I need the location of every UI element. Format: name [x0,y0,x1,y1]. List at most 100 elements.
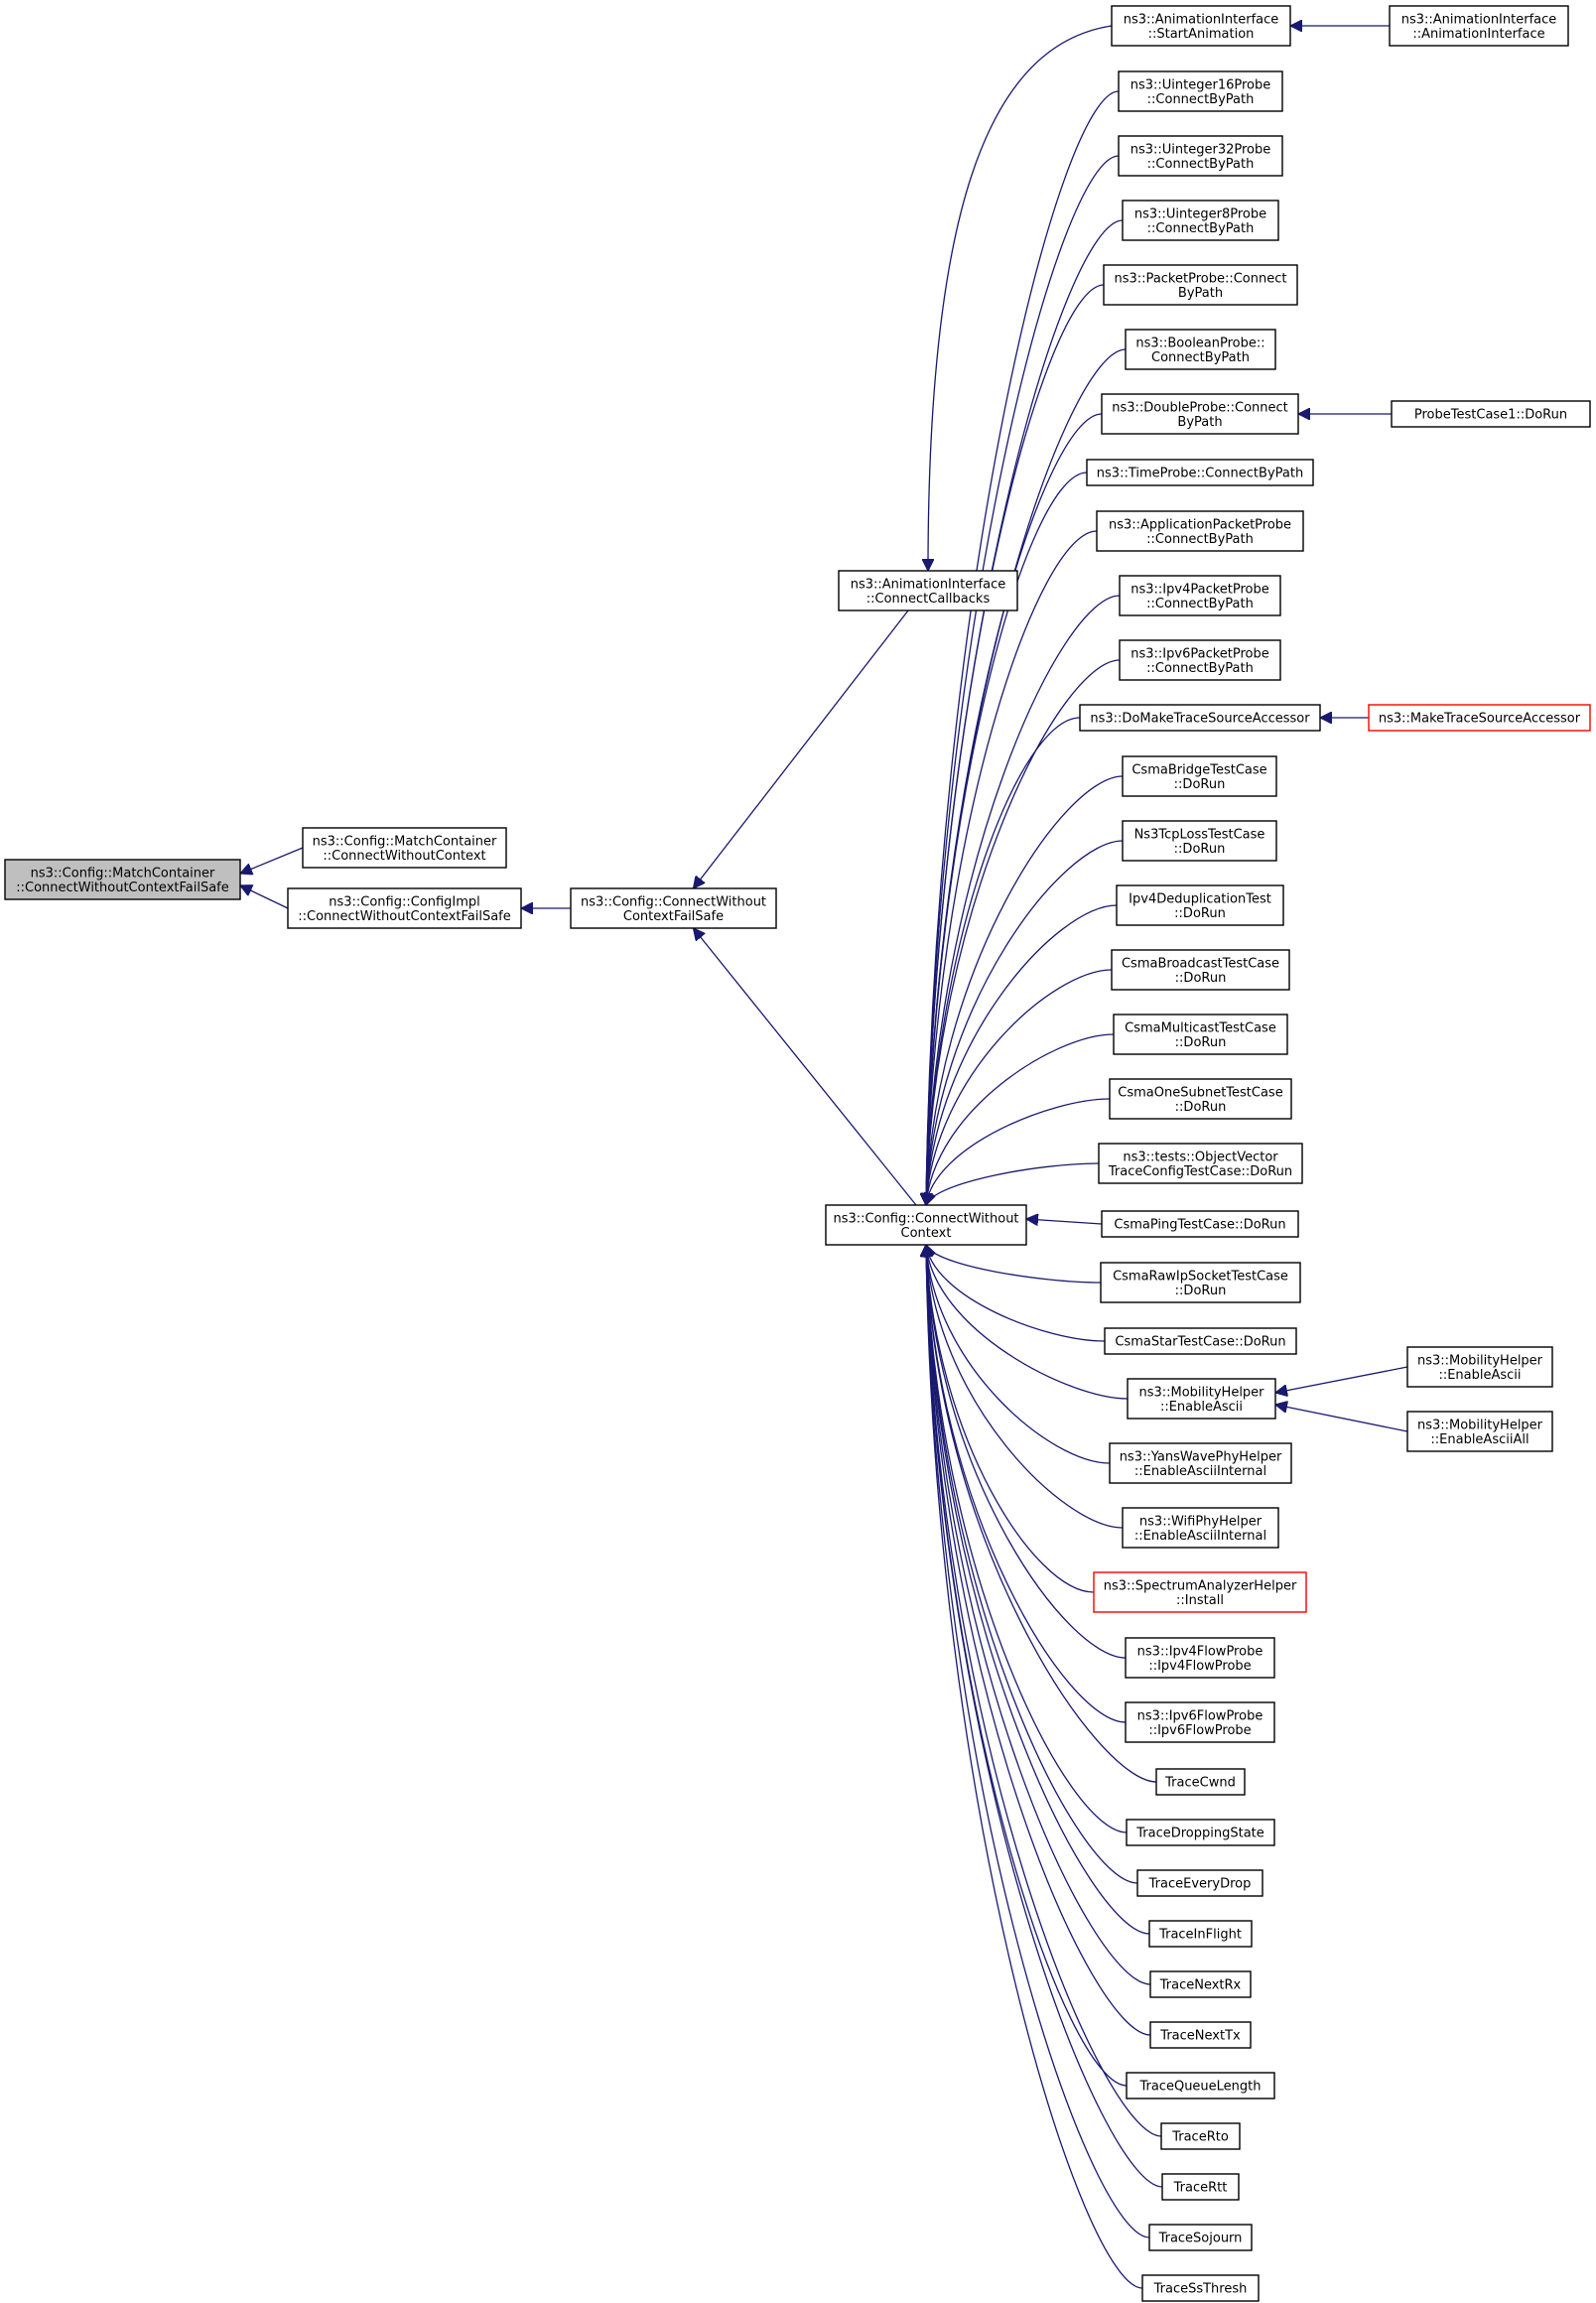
edge-time-to-cwc [926,472,1088,1205]
node-ipv4pkt[interactable]: ns3::Ipv4PacketProbe::ConnectByPath [1119,575,1281,616]
node-mob_eaall[interactable]: ns3::MobilityHelper::EnableAsciiAll [1406,1411,1553,1452]
node-root[interactable]: ns3::Config::MatchContainer::ConnectWith… [4,859,241,900]
node-label-line: ::ConnectWithoutContext [323,849,485,864]
edge-csmastar-to-cwc [926,1245,1106,1342]
node-label-line: ::EnableAscii [1160,1400,1243,1415]
edge-yans-to-cwc [926,1245,1111,1464]
node-box [1109,1442,1292,1484]
node-box [1118,70,1283,112]
node-tqueue[interactable]: TraceQueueLength [1126,2072,1275,2100]
node-anim_ctor[interactable]: ns3::AnimationInterface::AnimationInterf… [1389,5,1569,47]
node-mob_ea2[interactable]: ns3::MobilityHelper::EnableAscii [1406,1346,1553,1388]
node-label-line: ByPath [1177,415,1222,430]
node-spectrum[interactable]: ns3::SpectrumAnalyzerHelper::Install [1093,1571,1307,1613]
node-make[interactable]: ns3::MakeTraceSourceAccessor [1368,704,1591,732]
node-label-line: ns3::Ipv6FlowProbe [1137,1708,1264,1723]
node-csmaone[interactable]: CsmaOneSubnetTestCase::DoRun [1109,1078,1292,1120]
node-label-line: TraceNextRx [1159,1978,1242,1993]
node-box [1406,1411,1553,1452]
node-cwc[interactable]: ns3::Config::ConnectWithoutContext [825,1204,1027,1246]
node-trto[interactable]: TraceRto [1160,2122,1241,2150]
node-ipv6flow[interactable]: ns3::Ipv6FlowProbe::Ipv6FlowProbe [1125,1701,1275,1743]
node-u16[interactable]: ns3::Uinteger16Probe::ConnectByPath [1118,70,1283,112]
node-label-line: ::EnableAscii [1438,1368,1521,1383]
node-label-line: ::DoRun [1175,1100,1227,1115]
node-anim_cc[interactable]: ns3::AnimationInterface::ConnectCallback… [838,570,1018,611]
node-csmabridge[interactable]: CsmaBridgeTestCase::DoRun [1122,755,1277,797]
node-label-line: ::DoRun [1175,1035,1227,1050]
node-probetc[interactable]: ProbeTestCase1::DoRun [1391,400,1591,428]
node-label-line: ns3::Config::ConnectWithout [581,894,766,909]
node-label-line: ::DoRun [1174,842,1226,857]
node-apppkt[interactable]: ns3::ApplicationPacketProbe::ConnectByPa… [1096,510,1304,552]
node-label-line: ::ConnectByPath [1146,661,1254,676]
node-ipv6pkt[interactable]: ns3::Ipv6PacketProbe::ConnectByPath [1119,639,1281,681]
node-dbl[interactable]: ns3::DoubleProbe::ConnectByPath [1101,393,1299,435]
node-box [1127,1378,1276,1420]
node-trtt[interactable]: TraceRtt [1161,2173,1240,2201]
node-tevery[interactable]: TraceEveryDrop [1136,1869,1264,1897]
node-label-line: ns3::BooleanProbe:: [1135,336,1264,350]
node-yans[interactable]: ns3::YansWavePhyHelper::EnableAsciiInter… [1109,1442,1292,1484]
node-csmabcast[interactable]: CsmaBroadcastTestCase::DoRun [1111,949,1290,991]
node-label-line: TraceSojourn [1158,2232,1243,2246]
node-pkt[interactable]: ns3::PacketProbe::ConnectByPath [1103,264,1298,306]
node-cwcfs[interactable]: ns3::Config::ConnectWithoutContextFailSa… [570,887,777,929]
node-box [1122,755,1277,797]
node-anim_start[interactable]: ns3::AnimationInterface::StartAnimation [1111,5,1291,47]
node-label-line: ::Ipv6FlowProbe [1148,1723,1251,1738]
edge-tssthresh-to-cwc [926,1245,1143,2289]
node-box [1101,1210,1299,1238]
edge-ipv6pkt-to-cwc [926,659,1121,1205]
node-objvec[interactable]: ns3::tests::ObjectVectorTraceConfigTestC… [1098,1143,1303,1184]
edge-mob_ea2-to-mob_ea [1275,1366,1408,1393]
node-u8[interactable]: ns3::Uinteger8Probe::ConnectByPath [1122,200,1279,241]
node-bool[interactable]: ns3::BooleanProbe::ConnectByPath [1125,329,1276,370]
node-tinflight[interactable]: TraceInFlight [1148,1920,1253,1948]
node-box [1098,1143,1303,1184]
edge-trto-to-cwc [926,1245,1162,2137]
node-ipv4dedup[interactable]: Ipv4DeduplicationTest::DoRun [1116,884,1284,926]
node-label-line: CsmaRawIpSocketTestCase [1113,1269,1288,1284]
node-label-line: CsmaPingTestCase::DoRun [1114,1218,1285,1233]
node-box [1086,459,1314,486]
node-box [1125,1637,1275,1679]
node-wifi[interactable]: ns3::WifiPhyHelper::EnableAsciiInternal [1122,1507,1279,1549]
node-label-line: ::EnableAsciiInternal [1134,1464,1266,1479]
node-tcwnd[interactable]: TraceCwnd [1155,1768,1246,1796]
nodes-layer: ns3::Config::MatchContainer::ConnectWith… [4,5,1591,2302]
node-csmastar[interactable]: CsmaStarTestCase::DoRun [1104,1327,1297,1355]
node-mc_cwc[interactable]: ns3::Config::MatchContainer::ConnectWith… [302,827,507,869]
node-label-line: ::ConnectByPath [1146,532,1254,547]
node-tssthresh[interactable]: TraceSsThresh [1141,2274,1260,2302]
node-ipv4flow[interactable]: ns3::Ipv4FlowProbe::Ipv4FlowProbe [1125,1637,1275,1679]
node-label-line: ::ConnectWithoutContextFailSafe [16,881,229,895]
node-time[interactable]: ns3::TimeProbe::ConnectByPath [1086,459,1314,486]
node-ci_cwcfs[interactable]: ns3::Config::ConfigImpl::ConnectWithoutC… [287,887,522,929]
node-domake[interactable]: ns3::DoMakeTraceSourceAccessor [1079,704,1321,732]
edge-ipv6flow-to-cwc [926,1245,1127,1723]
node-box [1161,2173,1240,2201]
node-box [1126,1819,1275,1846]
node-tsojourn[interactable]: TraceSojourn [1148,2224,1253,2251]
node-csmaping[interactable]: CsmaPingTestCase::DoRun [1101,1210,1299,1238]
node-label-line: ns3::Ipv4FlowProbe [1137,1644,1264,1659]
node-label-line: ns3::Config::MatchContainer [31,866,215,881]
node-mob_ea[interactable]: ns3::MobilityHelper::EnableAscii [1127,1378,1276,1420]
node-label-line: ns3::ApplicationPacketProbe [1109,517,1291,532]
edge-u16-to-cwc [926,90,1120,1205]
node-tdrop[interactable]: TraceDroppingState [1126,1819,1275,1846]
node-u32[interactable]: ns3::Uinteger32Probe::ConnectByPath [1118,135,1283,177]
node-tnextrx[interactable]: TraceNextRx [1149,1970,1252,1998]
node-label-line: ProbeTestCase1::DoRun [1414,408,1567,423]
node-box [1148,1920,1253,1948]
node-ns3tcp[interactable]: Ns3TcpLossTestCase::DoRun [1122,820,1277,862]
node-csmamcast[interactable]: CsmaMulticastTestCase::DoRun [1113,1014,1288,1055]
node-csmaraw[interactable]: CsmaRawIpSocketTestCase::DoRun [1100,1262,1301,1303]
node-label-line: ::DoRun [1174,906,1226,921]
node-box [1368,704,1591,732]
edge-anim_cc-to-cwcfs [694,610,909,888]
edge-tqueue-to-cwc [926,1245,1128,2087]
node-tnexttx[interactable]: TraceNextTx [1149,2021,1252,2049]
node-box [1093,1571,1307,1613]
